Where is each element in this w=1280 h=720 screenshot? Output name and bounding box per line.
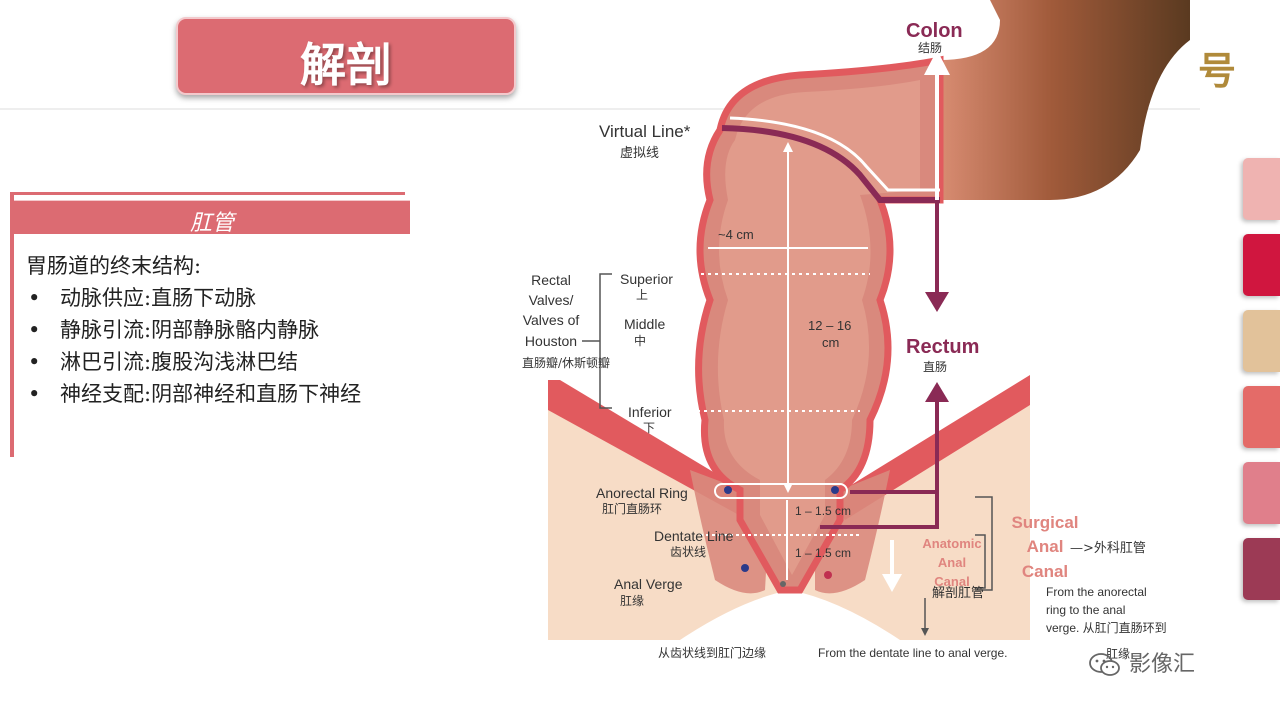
watermark-text: 影像汇 xyxy=(1129,652,1196,677)
color-stripe xyxy=(1243,310,1280,372)
rectum-up-arrow-head xyxy=(925,382,949,402)
colon-arrow-head xyxy=(924,50,950,75)
middle-label: Middle xyxy=(624,316,665,332)
surgical-bracket xyxy=(975,496,993,591)
rectum-up-arrow xyxy=(820,392,939,529)
sigmoid-colon xyxy=(940,0,1190,200)
bullet-list: 动脉供应:直肠下动脉 静脉引流:阴部静脉骼内静脉 淋巴引流:腹股沟浅淋巴结 神经… xyxy=(26,282,406,410)
upper-segment-label: 1 – 1.5 cm xyxy=(795,504,851,518)
vessel-dot xyxy=(741,564,749,572)
length-arrow-bottom xyxy=(783,483,793,493)
surgical-canal-cn-label: —>外科肛管 xyxy=(1070,541,1146,556)
anal-verge-dot xyxy=(780,581,786,587)
vessel-dot xyxy=(831,486,839,494)
valves-label: Valves of xyxy=(523,312,580,328)
title-box: 解剖 xyxy=(176,17,516,95)
list-item: 淋巴引流:腹股沟浅淋巴结 xyxy=(26,346,406,378)
bottom-cn-caption: 从齿状线到肛门边缘 xyxy=(658,645,766,660)
superior-cn-label: 上 xyxy=(636,288,648,302)
anatomic-canal-cn-label: 解剖肛管 xyxy=(932,586,984,601)
length-arrow-top xyxy=(783,142,793,152)
watermark: 影像汇 xyxy=(1088,646,1195,678)
length-label: 12 – 16 xyxy=(808,318,851,333)
anatomic-canal-label: Anatomic xyxy=(922,536,981,551)
virtual-line-cn-label: 虚拟线 xyxy=(620,146,659,161)
rectum-anatomy-diagram: Colon 结肠 Virtual Line* 虚拟线 ~4 cm Rectal … xyxy=(522,0,1190,661)
rectum-label: Rectum xyxy=(906,336,979,358)
superior-label: Superior xyxy=(620,271,673,287)
definition-line: verge. 从肛门直肠环到 xyxy=(1046,620,1167,635)
colon-label: Colon xyxy=(906,20,963,42)
surgical-canal-label: Anal xyxy=(1027,537,1064,556)
rectum-cn-label: 直肠 xyxy=(923,360,947,374)
header-divider xyxy=(0,108,1200,110)
definition-line: 肛缘 xyxy=(1106,647,1130,661)
page-title: 解剖 xyxy=(300,38,392,92)
dentate-line-label: Dentate Line xyxy=(654,528,734,544)
anal-verge-label: Anal Verge xyxy=(614,576,683,592)
panel-accent-bar xyxy=(10,192,14,457)
surgical-canal-label: Surgical xyxy=(1011,513,1078,532)
list-item: 神经支配:阴部神经和直肠下神经 xyxy=(26,378,406,410)
anorectal-ring-box xyxy=(714,483,848,499)
rectum-down-arrow-head xyxy=(925,292,949,312)
valves-label: Valves/ xyxy=(529,292,574,308)
middle-cn-label: 中 xyxy=(634,333,646,348)
anatomic-bracket xyxy=(975,534,986,589)
list-item: 动脉供应:直肠下动脉 xyxy=(26,282,406,314)
valves-label: Houston xyxy=(525,333,577,349)
color-stripes xyxy=(1243,158,1280,614)
valves-cn-label: 直肠瓣/休斯顿瓣 xyxy=(522,356,610,370)
width-label: ~4 cm xyxy=(718,227,754,242)
rectum-lumen xyxy=(717,80,920,575)
panel-body: 胃肠道的终末结构: 动脉供应:直肠下动脉 静脉引流:阴部静脉骼内静脉 淋巴引流:… xyxy=(26,250,406,410)
inferior-cn-label: 下 xyxy=(643,421,655,435)
colon-cn-label: 结肠 xyxy=(918,41,942,55)
valves-label: Rectal xyxy=(531,272,571,288)
wechat-icon xyxy=(1089,653,1120,676)
inferior-label: Inferior xyxy=(628,404,672,420)
definition-line: ring to the anal xyxy=(1046,603,1125,617)
color-stripe xyxy=(1243,538,1280,600)
anatomic-canal-label: Canal xyxy=(934,574,969,589)
virtual-line xyxy=(721,125,940,203)
color-stripe xyxy=(1243,386,1280,448)
subtitle-bar: 肛管 xyxy=(14,200,410,236)
lower-segment-label: 1 – 1.5 cm xyxy=(795,546,851,560)
color-stripe xyxy=(1243,158,1280,220)
surgical-canal-label: Canal xyxy=(1022,562,1068,581)
panel-subtitle: 肛管 xyxy=(189,211,234,236)
definition-line: From the anorectal xyxy=(1046,585,1147,599)
panel-intro: 胃肠道的终末结构: xyxy=(26,254,202,278)
valves-bracket xyxy=(599,273,612,409)
color-stripe xyxy=(1243,462,1280,524)
vessel-dot xyxy=(824,571,832,579)
anorectal-ring-label: Anorectal Ring xyxy=(596,485,688,501)
dentate-line-cn-label: 齿状线 xyxy=(670,545,706,559)
list-item: 静脉引流:阴部静脉骼内静脉 xyxy=(26,314,406,346)
corner-text: 号 xyxy=(1198,48,1237,93)
anal-verge-cn-label: 肛缘 xyxy=(620,594,644,608)
virtual-line-label: Virtual Line* xyxy=(599,122,691,141)
virtual-line-highlight xyxy=(729,116,940,192)
color-stripe xyxy=(1243,234,1280,296)
anorectal-ring-cn-label: 肛门直肠环 xyxy=(602,501,662,516)
vessel-dot xyxy=(724,486,732,494)
panel-top-line xyxy=(10,192,405,195)
anatomic-arrow-head xyxy=(882,574,902,592)
bottom-pointer-head xyxy=(921,628,929,636)
anatomic-canal-label: Anal xyxy=(938,555,966,570)
anal-canal-panel: 肛管 胃肠道的终末结构: 动脉供应:直肠下动脉 静脉引流:阴部静脉骼内静脉 淋巴… xyxy=(10,192,410,457)
length-unit-label: cm xyxy=(822,335,839,350)
bottom-en-caption: From the dentate line to anal verge. xyxy=(818,646,1007,660)
